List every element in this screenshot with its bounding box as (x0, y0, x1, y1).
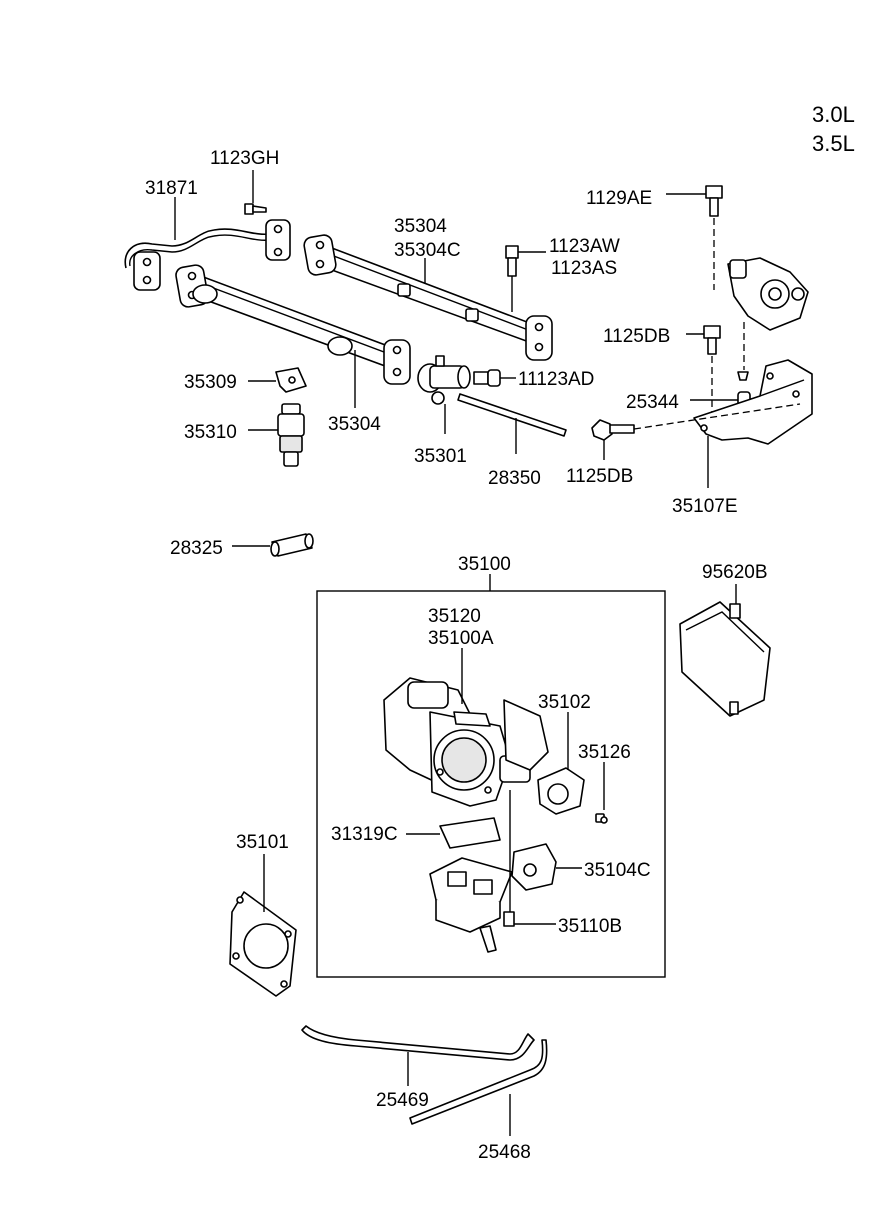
callout-1123gh: 1123GH (210, 148, 279, 169)
bolt-1129ae (705, 185, 723, 217)
callout-35102: 35102 (538, 692, 591, 713)
idle-control-valve-35104c (511, 843, 557, 891)
nut-25344-small (737, 371, 749, 381)
callout-1125db-top: 1125DB (603, 326, 670, 347)
fuel-pipe-31871 (124, 219, 291, 291)
fuel-rail-upper (303, 234, 553, 361)
rod-28350 (457, 393, 567, 437)
bracket-assembly (727, 257, 809, 331)
throttle-base (429, 857, 513, 953)
callout-35120: 35120 (428, 606, 481, 627)
callout-1129ae: 1129AE (586, 188, 652, 209)
callout-28325: 28325 (170, 538, 223, 559)
callout-35101: 35101 (236, 832, 289, 853)
hose-25468 (409, 1039, 548, 1125)
callout-35304c: 35304C (394, 240, 461, 261)
fuel-pressure-regulator-35301 (417, 355, 471, 405)
fitting-28325 (270, 533, 314, 557)
callout-35100a: 35100A (428, 628, 494, 649)
screw-35126 (595, 813, 608, 824)
callout-35100: 35100 (458, 554, 511, 575)
bolt-1123gh (244, 203, 267, 215)
callout-35301: 35301 (414, 446, 467, 467)
fuel-rail-lower (175, 264, 411, 385)
callout-25468: 25468 (478, 1142, 531, 1163)
hose-25469 (301, 1025, 535, 1061)
bolt-11123ad (473, 369, 501, 387)
screw-35110b (503, 911, 515, 927)
bracket-35107e (693, 359, 813, 445)
bolt-1125db-upper (703, 325, 721, 355)
callout-35110b: 35110B (558, 916, 622, 937)
engine-variant-3-0l: 3.0L (812, 102, 855, 127)
callout-1123as: 1123AS (551, 258, 617, 279)
injector-clip-35309 (275, 367, 307, 393)
callout-35304-top: 35304 (394, 216, 447, 237)
callout-28350: 28350 (488, 468, 541, 489)
callout-11123ad: 11123AD (518, 369, 594, 390)
throttle-body-35120 (383, 677, 549, 807)
callout-35107e: 35107E (672, 496, 738, 517)
callout-35309: 35309 (184, 372, 237, 393)
callout-25469: 25469 (376, 1090, 429, 1111)
engine-variant-3-5l: 3.5L (812, 131, 855, 156)
callout-35104c: 35104C (584, 860, 651, 881)
callout-1123aw: 1123AW (549, 236, 620, 257)
callout-31871: 31871 (145, 178, 198, 199)
throttle-body-kit-box (316, 590, 666, 978)
bolt-1125db-lower (591, 419, 635, 441)
injector-35310 (277, 403, 305, 467)
callout-31319c: 31319C (331, 824, 398, 845)
throttle-position-sensor-35102 (537, 767, 585, 815)
callout-95620b: 95620B (702, 562, 768, 583)
callout-35126: 35126 (578, 742, 631, 763)
gasket-35101 (229, 891, 297, 997)
callout-1125db-bottom: 1125DB (566, 466, 633, 487)
callout-35304-bottom: 35304 (328, 414, 381, 435)
gasket-31319c (439, 817, 501, 849)
bolt-1123aw (505, 245, 519, 277)
sensor-95620b (679, 601, 771, 717)
callout-25344: 25344 (626, 392, 679, 413)
callout-35310: 35310 (184, 422, 237, 443)
